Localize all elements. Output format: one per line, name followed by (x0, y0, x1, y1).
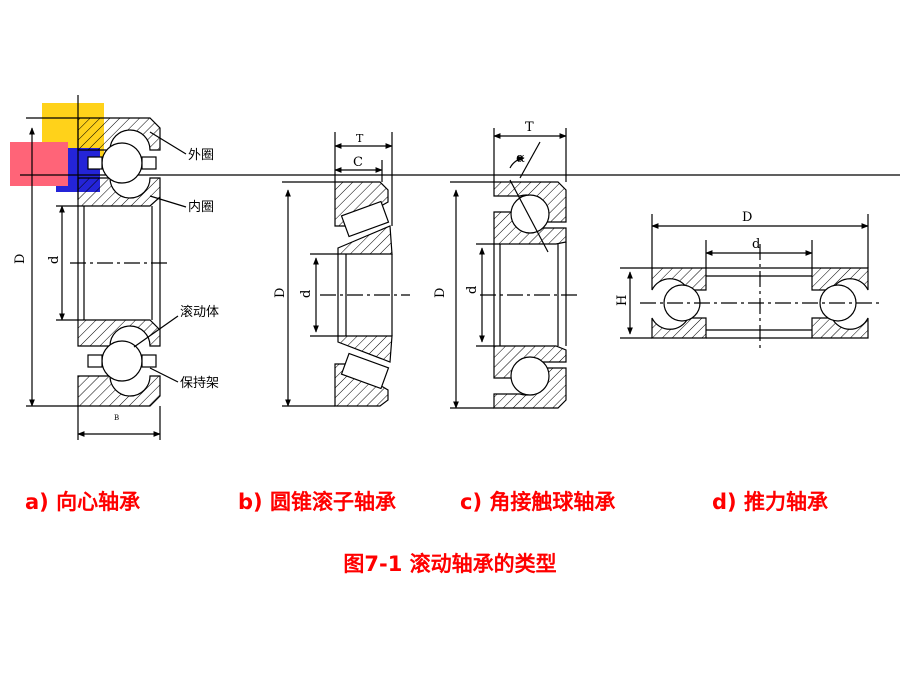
thrust-washer-bottom-right (811, 317, 869, 339)
dim-T-c: T (525, 120, 534, 135)
dim-T-b: T (356, 132, 364, 145)
dim-C-b: C (353, 155, 363, 170)
dim-D-a: D (13, 254, 28, 264)
figure-title: 图7-1 滚动轴承的类型 (343, 552, 557, 576)
deep-groove-bearing (26, 117, 187, 440)
dim-D-d: D (742, 210, 752, 225)
caption-angular-contact-bearing: c) 角接触球轴承 (460, 490, 616, 514)
inner-ring-bottom (77, 319, 161, 347)
inner-ring-top (77, 177, 161, 207)
dim-d-a: d (47, 256, 62, 264)
dim-alpha-c: α (516, 151, 525, 166)
tapered-roller-bottom (340, 352, 390, 390)
thrust-labels: D d H (615, 210, 760, 306)
dim-D-b: D (273, 288, 288, 298)
thrust-bearing (620, 214, 880, 350)
outer-ring-top (77, 117, 161, 151)
dim-B-a: B (114, 414, 119, 422)
angular-labels: T α D d (433, 120, 534, 298)
dim-d-d: d (752, 237, 760, 252)
angular-ball-top (510, 194, 550, 234)
caption-radial-bearing: a) 向心轴承 (25, 490, 141, 514)
deep-groove-labels: 外圈 内圈 滚动体 保持架 D d B (13, 148, 219, 422)
outer-ring-bottom (77, 375, 161, 407)
caption-tapered-roller-bearing: b) 圆锥滚子轴承 (238, 490, 396, 514)
label-outer-ring: 外圈 (188, 148, 214, 163)
angular-contact-bearing (450, 128, 580, 409)
thrust-washer-bottom-left (651, 317, 707, 339)
ball-bottom (101, 340, 143, 382)
decor-pink-square (10, 142, 68, 186)
dim-D-c: D (433, 288, 448, 298)
label-inner-ring: 内圈 (188, 199, 214, 215)
tapered-labels: T C D d (273, 132, 364, 298)
tapered-cone-bottom (337, 335, 393, 363)
cage-top-right (141, 156, 157, 170)
dim-H-d: H (615, 295, 630, 306)
tapered-roller-bearing (282, 132, 410, 407)
label-cage: 保持架 (180, 376, 219, 391)
caption-thrust-bearing: d) 推力轴承 (712, 490, 828, 514)
tapered-roller-top (340, 200, 390, 238)
decor-blocks (10, 95, 900, 200)
ball-top (101, 142, 143, 184)
dim-d-c: d (465, 286, 480, 294)
angular-ball-bottom (510, 356, 550, 396)
cage-top-left (87, 156, 103, 170)
dim-d-b: d (299, 290, 314, 298)
label-rolling-element: 滚动体 (180, 304, 219, 320)
